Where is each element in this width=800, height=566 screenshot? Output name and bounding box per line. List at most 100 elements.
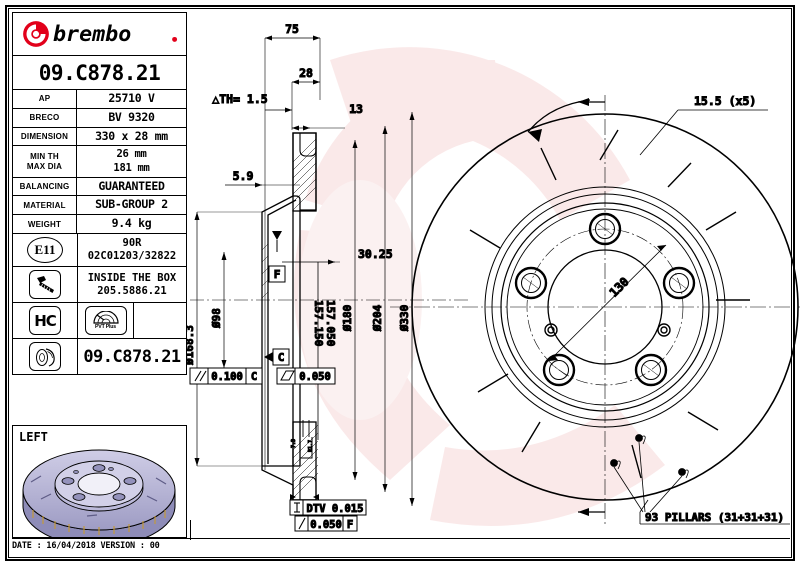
- dim-28: [291, 79, 320, 130]
- dim-75-label: 75: [285, 22, 299, 36]
- datum-f: [268, 231, 286, 283]
- dim-th: [265, 107, 292, 113]
- pvt-label: PVT Plus: [95, 324, 116, 331]
- spec-value-max-dia: 181 mm: [113, 161, 150, 174]
- pillars-label: 93 PILLARS (31+31+31): [645, 511, 784, 524]
- dia-204-label: Ø204: [371, 304, 384, 332]
- side-part-row: 09.C878.21: [13, 339, 186, 375]
- dim-59: [225, 182, 300, 188]
- inside-box-line2: 205.5886.21: [97, 284, 167, 297]
- face-centerlines: [390, 95, 800, 525]
- left-disc-view: LEFT: [12, 425, 187, 538]
- section-micro-label-2: R1.7: [308, 440, 314, 452]
- spec-value: GUARANTEED: [98, 178, 165, 193]
- spec-row-minth-maxdia: MIN TH MAX DIA 26 mm 181 mm: [13, 146, 186, 178]
- spec-label: DIMENSION: [13, 127, 77, 146]
- pillars-leader: [610, 434, 790, 525]
- homologation-value: 90R 02C01203/32822: [78, 234, 186, 266]
- spec-row-material: MATERIAL SUB-GROUP 2: [13, 196, 186, 216]
- gdt-runout: [294, 515, 358, 532]
- direction-arrow-bottom: [578, 508, 605, 516]
- badges-row: HC PVT Plus: [13, 303, 186, 340]
- rotor-ring-section: [292, 132, 317, 212]
- disc-hat-section: [261, 195, 301, 467]
- rotor-ring-section-lower: [292, 420, 317, 501]
- gdt-dtv: [289, 499, 367, 516]
- dim-59-label: 5.9: [233, 169, 254, 183]
- hc-badge: HC: [29, 306, 61, 336]
- homologation-row: E11 90R 02C01203/32822: [13, 234, 186, 268]
- spec-label: WEIGHT: [13, 215, 77, 234]
- spec-row-breco: BRECO BV 9320: [13, 108, 186, 128]
- homologation-line1: 90R: [122, 237, 142, 250]
- brembo-wordmark: brembo: [53, 22, 178, 47]
- spec-label: BALANCING: [13, 177, 77, 196]
- spec-row-dimension: DIMENSION 330 x 28 mm: [13, 127, 186, 147]
- part-number: 09.C878.21: [38, 60, 161, 85]
- bolt-holes: [514, 212, 696, 387]
- dim-3025: [282, 259, 340, 265]
- dia-180-label: Ø180: [341, 305, 354, 333]
- spec-label-min-th: MIN TH: [30, 151, 59, 161]
- spec-label: AP: [13, 90, 77, 108]
- spec-panel: brembo 09.C878.21 AP 25710 V BRECO BV 93…: [12, 12, 187, 376]
- left-label: LEFT: [19, 430, 48, 444]
- spec-value: SUB-GROUP 2: [95, 197, 168, 212]
- dia-330-label: Ø330: [398, 305, 411, 333]
- gdt-parallel-datum: C: [251, 371, 257, 383]
- homologation-line2: 02C01203/32822: [87, 250, 177, 263]
- disc-slots: [469, 129, 750, 479]
- pvt-plus-icon: PVT Plus: [84, 306, 127, 336]
- svg-text:brembo: brembo: [53, 22, 131, 47]
- direction-arrow-top: [578, 98, 605, 106]
- dia-98-label: Ø98: [210, 308, 223, 329]
- dim-98: [221, 252, 227, 368]
- disc-section-profile: [292, 132, 317, 211]
- spec-value: 330 x 28 mm: [95, 128, 168, 143]
- section-micro-label-1: 7.3: [291, 439, 297, 448]
- brembo-logo-row: brembo: [13, 13, 186, 56]
- hat-lower: [261, 466, 294, 500]
- side-part-number-cell: 09.C878.21: [78, 339, 186, 374]
- hat-hatching: [261, 243, 269, 299]
- dim-204: [382, 126, 388, 492]
- spec-value: 9.4 kg: [111, 216, 152, 231]
- disc-icon-cell: [13, 339, 78, 375]
- dim-28-label: 28: [299, 66, 313, 80]
- datum-c: [264, 348, 290, 366]
- brembo-logo-icon: [23, 21, 49, 47]
- gdt-parallel-value: 0.100: [211, 371, 243, 383]
- spec-value: 25710 V: [108, 91, 155, 105]
- spec-row-balancing: BALANCING GUARANTEED: [13, 177, 186, 197]
- rotation-arrow: [527, 99, 591, 142]
- screw-cell: [13, 267, 78, 303]
- sheet-border: [5, 5, 795, 561]
- datum-c-label: C: [278, 351, 285, 364]
- brake-disc-icon: [29, 342, 61, 372]
- part-number-row: 09.C878.21: [13, 56, 186, 90]
- hc-label: HC: [34, 311, 57, 330]
- spec-value-min-th: 26 mm: [116, 148, 147, 161]
- disc-3d-render: [22, 449, 176, 537]
- spec-value-pair: 26 mm 181 mm: [77, 146, 186, 176]
- tol-157-hi: 157.150: [312, 300, 325, 346]
- locating-holes: [544, 323, 671, 337]
- spec-row-ap: AP 25710 V: [13, 90, 186, 109]
- spec-label-max-dia: MAX DIA: [26, 161, 63, 171]
- inside-box-line1: INSIDE THE BOX: [87, 271, 177, 284]
- gdt-runout-value: 0.050: [310, 519, 342, 531]
- bolt-circle-label: 130: [607, 275, 632, 300]
- dim-13: [292, 125, 345, 131]
- gdt-flat-value: 0.050: [299, 371, 331, 383]
- hc-cell: HC: [13, 303, 78, 339]
- gdt-dtv-value: DTV 0.015: [307, 503, 364, 515]
- part-number-bottom: 09.C878.21: [83, 346, 181, 367]
- gdt-parallelism: [189, 367, 263, 385]
- screw-icon: [29, 270, 61, 300]
- dim-1683: [194, 211, 262, 467]
- slot-note-leader: [639, 109, 768, 156]
- spec-row-weight: WEIGHT 9.4 kg: [13, 215, 186, 235]
- e11-cell: E11: [13, 234, 78, 267]
- spec-label-pair: MIN TH MAX DIA: [13, 146, 77, 177]
